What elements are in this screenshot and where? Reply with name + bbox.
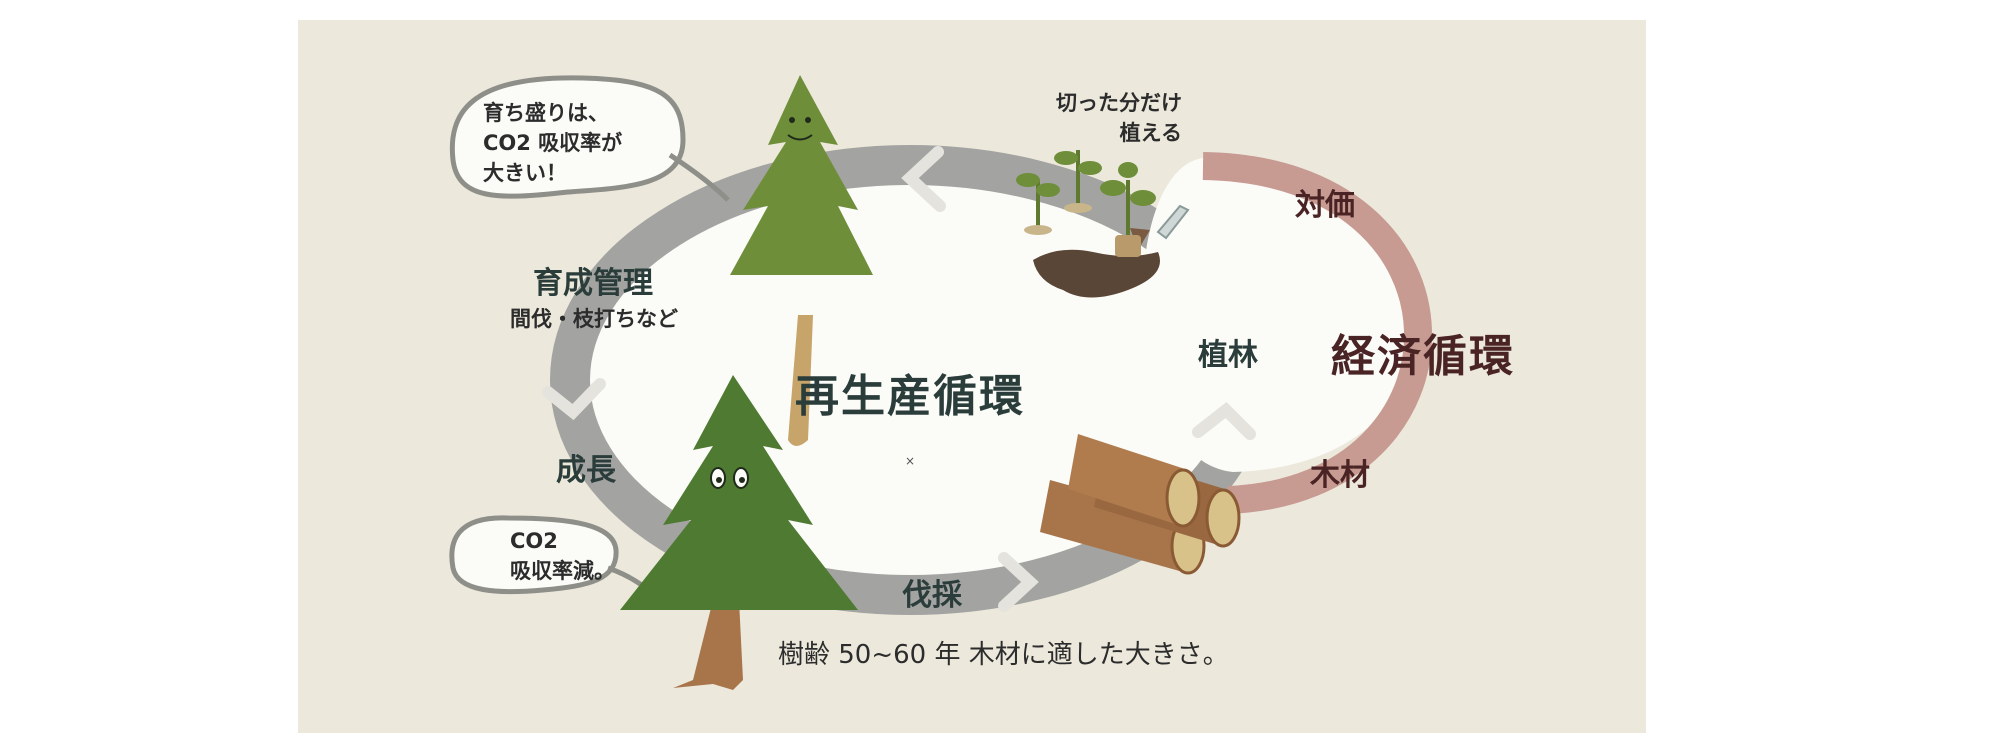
speech-bubble-old [449,515,619,595]
diagram-panel: 再生産循環 経済循環 育成管理 間伐・枝打ちなど 成長 伐採 植林 対価 木材 … [298,20,1646,733]
arrow-chevron-right-icon [1192,401,1256,440]
step-harvest-label: 伐採 [902,578,962,613]
old-tree-icon [620,375,858,690]
young-tree-icon [730,75,873,446]
reproduction-cycle-title: 再生産循環 [795,371,1025,422]
old-tree-note-line-1: CO2 [510,529,558,553]
step-planting-label: 植林 [1198,338,1258,373]
planting-note: 切った分だけ 植える [1056,88,1182,148]
young-tree-note-line-2: CO2 吸収率が [483,131,623,155]
speech-bubble-young [449,75,686,199]
old-tree-note: CO2 吸収率減。 [510,526,615,586]
arrow-chevron-top-icon [901,146,946,212]
speech-bubble-young-tail [668,152,730,202]
young-tree-note-line-1: 育ち盛りは、 [483,101,609,125]
economic-compensation-label: 対価 [1295,188,1355,223]
planting-note-line-1: 切った分だけ [1056,91,1182,115]
step-management-sub: 間伐・枝打ちなど [510,307,678,331]
economic-timber-label: 木材 [1310,458,1370,493]
seedlings-icon [1016,150,1190,298]
economic-cycle-title: 経済循環 [1331,331,1515,382]
economic-cycle-inner-area [1142,158,1418,472]
step-management-label: 育成管理 [533,266,653,301]
arrow-chevron-left-icon [542,378,606,421]
arrow-chevron-bottom-icon [998,552,1039,612]
logs-icon [1040,434,1241,575]
economic-cycle-arc [1202,152,1432,514]
center-mark: × [905,454,916,468]
old-tree-note-line-2: 吸収率減。 [510,559,615,583]
young-tree-note-line-3: 大きい！ [483,161,567,185]
planting-note-line-2: 植える [1119,121,1182,145]
young-tree-note: 育ち盛りは、 CO2 吸収率が 大きい！ [483,98,622,188]
cycle-diagram-svg [449,75,1432,690]
step-growth-label: 成長 [556,453,616,488]
tree-age-note: 樹齢 50~60 年 木材に適した大きさ。 [778,640,1229,670]
